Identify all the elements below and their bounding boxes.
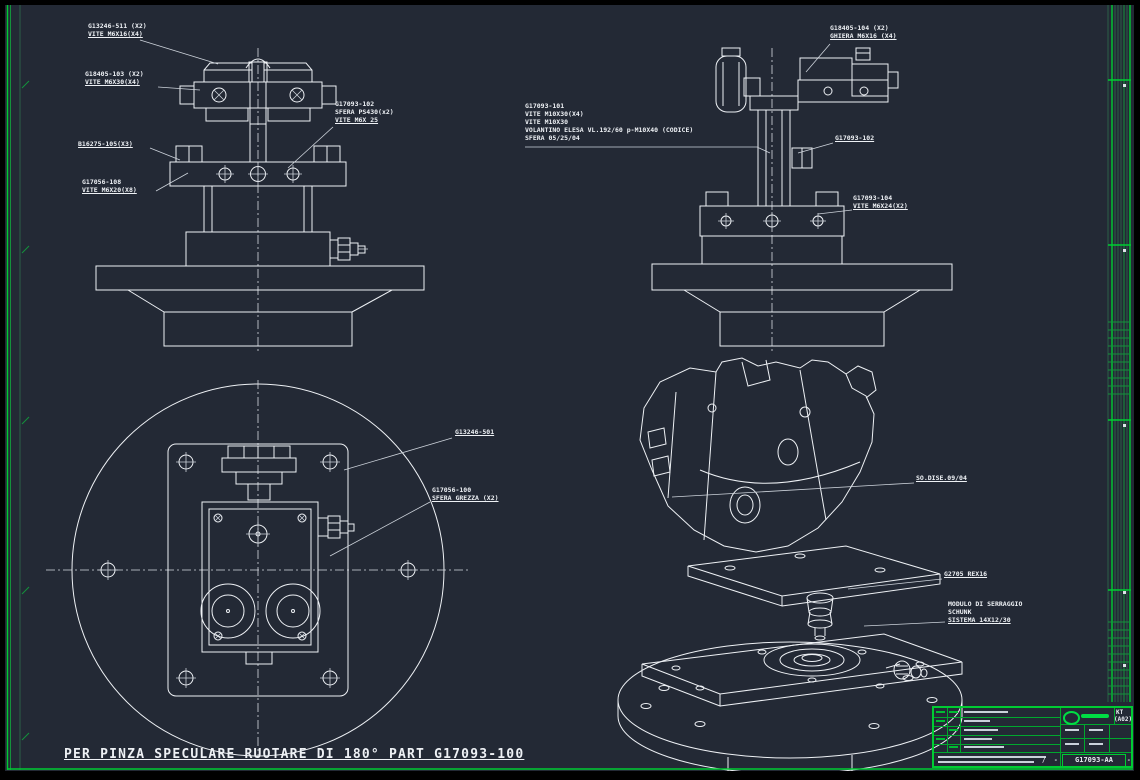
titleblock-gridline (1114, 708, 1115, 724)
sheet-note: PER PINZA SPECULARE RUOTARE DI 180° PART… (64, 747, 525, 762)
bolt-targets (98, 452, 418, 688)
titleblock-text-bar (964, 729, 998, 731)
format-code-sub: (A02) (1114, 716, 1133, 723)
titleblock-text-bar (964, 738, 992, 740)
drawing-number[interactable]: G17093-AA (1062, 754, 1126, 768)
callout-clamping-module[interactable]: MODULO DI SERRAGGIO SCHUNK SISTEMA 14X12… (948, 600, 1023, 624)
titleblock-gridline (934, 752, 1131, 753)
callout-ring-nut[interactable]: G18405-104 (X2) GHIERA M6X16 (X4) (830, 24, 897, 40)
callout-base-screws[interactable]: G17056-108 VITE M6X20(X8) (82, 178, 137, 194)
callout-handwheel-assembly[interactable]: G17093-101 VITE M10X30(X4) VITE M10X30 V… (525, 102, 694, 142)
front-elevation-view[interactable] (95, 48, 425, 352)
titleblock-text-bar (936, 720, 945, 722)
titleblock-gridline (934, 744, 1060, 745)
title-block: KT (A02) / - G17093-AA - (932, 706, 1133, 768)
callout-spacer-block[interactable]: B16275-105(X3) (78, 140, 133, 148)
titleblock-gridline (1084, 724, 1085, 752)
titleblock-gridline (934, 717, 1060, 718)
titleblock-gridline (947, 708, 948, 752)
callout-flange-screws[interactable]: G17093-104 VITE M6X24(X2) (853, 194, 908, 210)
titleblock-gridline (934, 735, 1060, 736)
format-code: KT (1116, 709, 1124, 716)
titleblock-text-bar (936, 738, 945, 740)
revision-dash: - (1054, 757, 1058, 764)
callout-coupling-part[interactable]: G2705 REX16 (944, 570, 988, 578)
callout-jaw-plate[interactable]: G18405-103 (X2) VITE M6X30(X4) (85, 70, 144, 86)
leader-lines (139, 39, 946, 627)
circular-flange-view[interactable] (46, 380, 470, 758)
titleblock-gridline (1060, 724, 1131, 725)
company-logo-wordmark (1081, 714, 1109, 718)
callout-plate-part[interactable]: G13246-501 (455, 428, 495, 436)
titleblock-gridline (934, 726, 1060, 727)
callout-screws-top-left[interactable]: G13246-511 (X2) VITE M6X16(X4) (88, 22, 147, 38)
titleblock-text-bar (1065, 743, 1079, 745)
callout-sphere-screw[interactable]: G17093-102 SFERA PS430(x2) VITE M6X 25 (335, 100, 394, 124)
titleblock-text-bar (964, 746, 1004, 748)
side-elevation-view[interactable] (651, 47, 953, 352)
titleblock-gridline (1109, 724, 1110, 752)
suffix-dash: - (1127, 757, 1131, 764)
company-logo-icon (1063, 711, 1080, 725)
titleblock-text-bar (1089, 743, 1103, 745)
titleblock-text-bar (949, 746, 958, 748)
titleblock-text-bar (964, 711, 1008, 713)
titleblock-text-bar (938, 761, 1034, 763)
titleblock-text-bar (949, 711, 958, 713)
callout-reference-drawing[interactable]: SO.DISE.09/04 (916, 474, 967, 482)
titleblock-text-bar (964, 720, 990, 722)
revision-mark: / (1042, 757, 1046, 764)
titleblock-text-bar (1089, 729, 1103, 731)
titleblock-text-bar (949, 729, 958, 731)
isometric-view[interactable] (617, 357, 963, 780)
titleblock-text-bar (938, 756, 1046, 758)
titleblock-gridline (1060, 738, 1131, 739)
titleblock-gridline (960, 708, 961, 752)
titleblock-text-bar (1065, 729, 1079, 731)
callout-raw-sphere[interactable]: G17056-100 SFERA GREZZA (X2) (432, 486, 499, 502)
titleblock-gridline (1060, 708, 1061, 766)
titleblock-text-bar (936, 711, 945, 713)
callout-column-part[interactable]: G17093-102 (835, 134, 875, 142)
